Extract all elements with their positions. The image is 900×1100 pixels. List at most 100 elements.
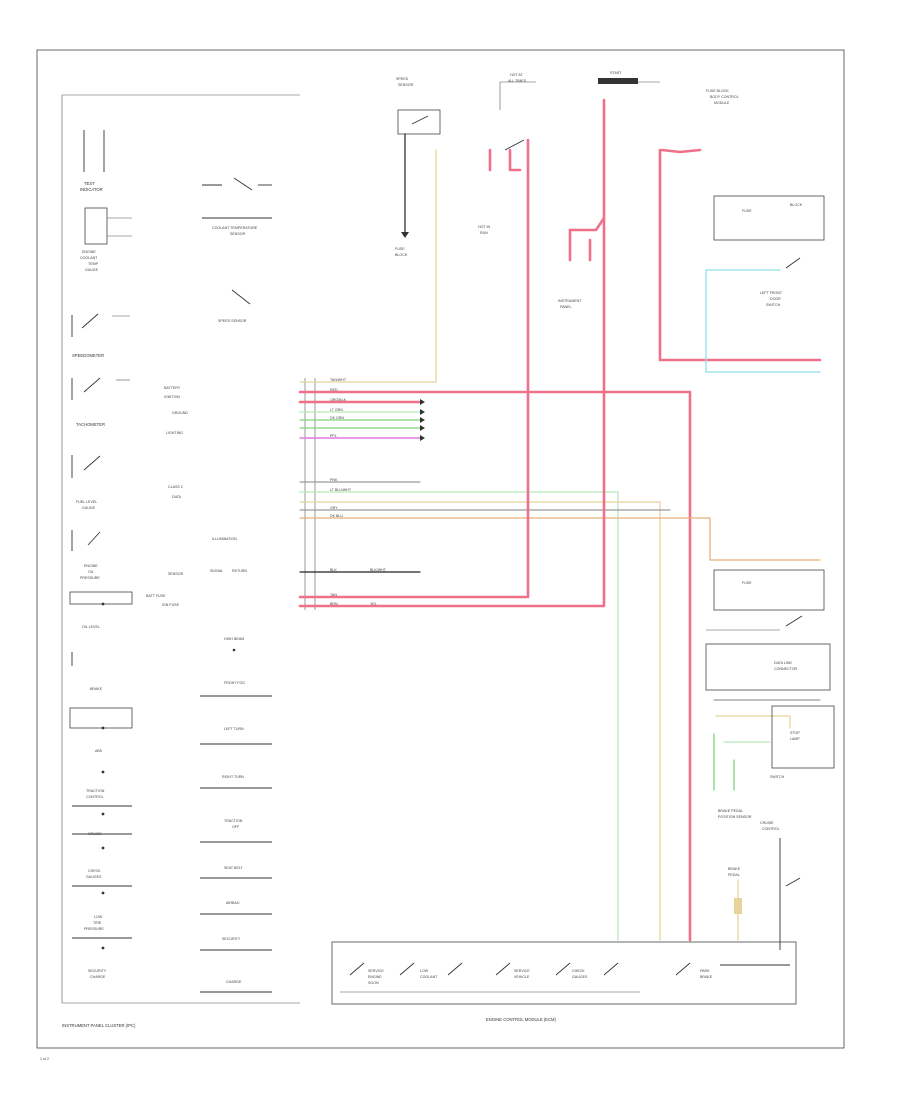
mid-label-8: OFF [232, 825, 240, 829]
mid-label-12: CHARGE [226, 980, 242, 984]
wire-code-12: TAN [330, 593, 337, 597]
wire-code-8: LT BLU/WHT [330, 488, 352, 492]
conn-label-6: ILLUMINATION [212, 537, 237, 541]
conn-label-0: BATTERY [164, 386, 181, 390]
mid-label-0: COOLANT TEMPERATURE [212, 226, 258, 230]
conn-label-8: SENSOR [168, 572, 184, 576]
wire-code-14: YEL [370, 602, 377, 606]
ipc-label-5: GAUGE [85, 268, 99, 272]
right-label-8: LAMP [790, 737, 800, 741]
mid-label-6: RIGHT TURN [222, 775, 244, 779]
ipc-caption: INSTRUMENT PANEL CLUSTER (IPC) [62, 1023, 136, 1028]
ecm-label-9: PARK [700, 969, 710, 973]
mid-label-2: SPEED SENSOR [218, 319, 247, 323]
wire-code-7: GRY [330, 506, 338, 510]
ipc-label-7: TACHOMETER [76, 422, 105, 427]
top-label-0: SPEED [396, 77, 409, 81]
right-label-12: BRAKE [728, 867, 741, 871]
conn-label-9: RETURN [232, 569, 247, 573]
right-modules: FUSE BLOCK LEFT FRONT DOOR SWITCH FUSE D… [705, 195, 835, 966]
ipc-label-22: TIRE [93, 921, 102, 925]
ipc-label-10: ENGINE [84, 564, 98, 568]
ipc-label-11: OIL [88, 570, 94, 574]
conn-label-1: IGNITION [164, 395, 180, 399]
top-label-10: PANEL [560, 305, 572, 309]
ipc-label-18: CRUISE [88, 832, 102, 836]
top-label-11: FUSE BLOCK [706, 89, 729, 93]
wire-code-4: DK GRN [330, 416, 344, 420]
ecm-label-4: COOLANT [420, 975, 438, 979]
top-label-2: FUSE [395, 247, 405, 251]
right-label-13: PEDAL [728, 873, 740, 877]
right-label-0: FUSE [742, 209, 752, 213]
wire-code-11: BLK/WHT [370, 568, 387, 572]
ipc-label-12: PRESSURE [80, 576, 100, 580]
conn-label-11: IGN FUSE [162, 603, 180, 607]
ipc-label-25: CHARGE [90, 975, 106, 979]
top-label-13: MODULE [714, 101, 730, 105]
top-label-9: INSTRUMENT [558, 299, 582, 303]
ipc-label-24: SECURITY [88, 969, 107, 973]
top-label-3: BLOCK [395, 253, 408, 257]
ipc-cluster: TEST INDICATOR ENGINE COOLANT TEMP GAUGE… [61, 94, 300, 1028]
svg-text:FUSE: FUSE [742, 581, 752, 585]
wire-code-1: RED [330, 388, 338, 392]
ecm-label-1: ENGINE [368, 975, 382, 979]
ipc-label-2: ENGINE [82, 250, 96, 254]
mid-label-11: SECURITY [222, 937, 241, 941]
mid-label-5: LEFT TURN [224, 727, 244, 731]
ecm-label-8: GAUGES [572, 975, 588, 979]
wire-code-2: ORG/BLK [330, 398, 347, 402]
ecm-module: SERVICE ENGINE SOON LOW COOLANT SERVICE … [331, 941, 797, 1022]
connector-labels: BATTERY IGNITION GROUND LIGHTING CLASS 2… [146, 386, 247, 607]
diagram-frame [36, 49, 845, 1049]
ecm-label-10: BRAKE [700, 975, 713, 979]
conn-label-5: DATA [172, 495, 182, 499]
mid-label-7: TRACTION [224, 819, 243, 823]
wire-bus: TAN/WHT RED ORG/BLK LT GRN DK GRN PPL PN… [298, 98, 821, 942]
ipc-label-9: GAUGE [82, 506, 96, 510]
right-label-9: SWITCH [770, 775, 785, 779]
mid-label-9: SEAT BELT [224, 866, 244, 870]
top-label-7: RUN [480, 231, 488, 235]
svg-text:BRAKE PEDAL: BRAKE PEDAL [718, 809, 743, 813]
ipc-label-1: INDICATOR [80, 187, 103, 192]
top-label-1: SENSOR [398, 83, 414, 87]
right-label-2: LEFT FRONT [760, 291, 783, 295]
power-sources: SPEED SENSOR FUSE BLOCK HOT AT ALL TIMES… [395, 71, 822, 362]
wire-code-13: BRN [330, 602, 338, 606]
ecm-label-3: LOW [420, 969, 429, 973]
ipc-label-8: FUEL LEVEL [76, 500, 97, 504]
conn-label-10: BATT FUSE [146, 594, 166, 598]
ipc-label-23: PRESSURE [84, 927, 104, 931]
mid-label-1: SENSOR [230, 232, 246, 236]
right-label-6: CONNECTOR [774, 667, 797, 671]
page-ref: 1 of 2 [40, 1057, 49, 1061]
ipc-label-0: TEST [84, 181, 95, 186]
top-label-6: HOT IN [478, 225, 491, 229]
wire-code-6: PNK [330, 478, 338, 482]
ipc-label-13: OIL LEVEL [82, 625, 100, 629]
ecm-caption: ENGINE CONTROL MODULE (ECM) [486, 1017, 556, 1022]
right-label-5: DATA LINK [774, 661, 792, 665]
right-label-1: BLOCK [790, 203, 803, 207]
ecm-label-5: SERVICE [514, 969, 530, 973]
ipc-mid-column: COOLANT TEMPERATURE SENSOR SPEED SENSOR … [200, 177, 272, 993]
top-label-5: ALL TIMES [508, 79, 527, 83]
conn-label-2: GROUND [172, 411, 188, 415]
wire-code-0: TAN/WHT [330, 378, 347, 382]
ecm-label-6: VEHICLE [514, 975, 530, 979]
ipc-label-19: CHECK [88, 869, 101, 873]
wire-code-3: LT GRN [330, 408, 343, 412]
mid-label-10: AIRBAG [226, 901, 240, 905]
conn-label-4: CLASS 2 [168, 485, 183, 489]
ipc-label-20: GAUGES [86, 875, 102, 879]
mid-label-3: HIGH BEAM [224, 637, 244, 641]
conn-label-7: SIGNAL [210, 569, 223, 573]
wire-code-5: PPL [330, 434, 337, 438]
ipc-label-3: COOLANT [80, 256, 98, 260]
top-label-12: BODY CONTROL [710, 95, 739, 99]
ipc-label-6: SPEEDOMETER [72, 353, 104, 358]
ecm-label-7: CHECK [572, 969, 585, 973]
